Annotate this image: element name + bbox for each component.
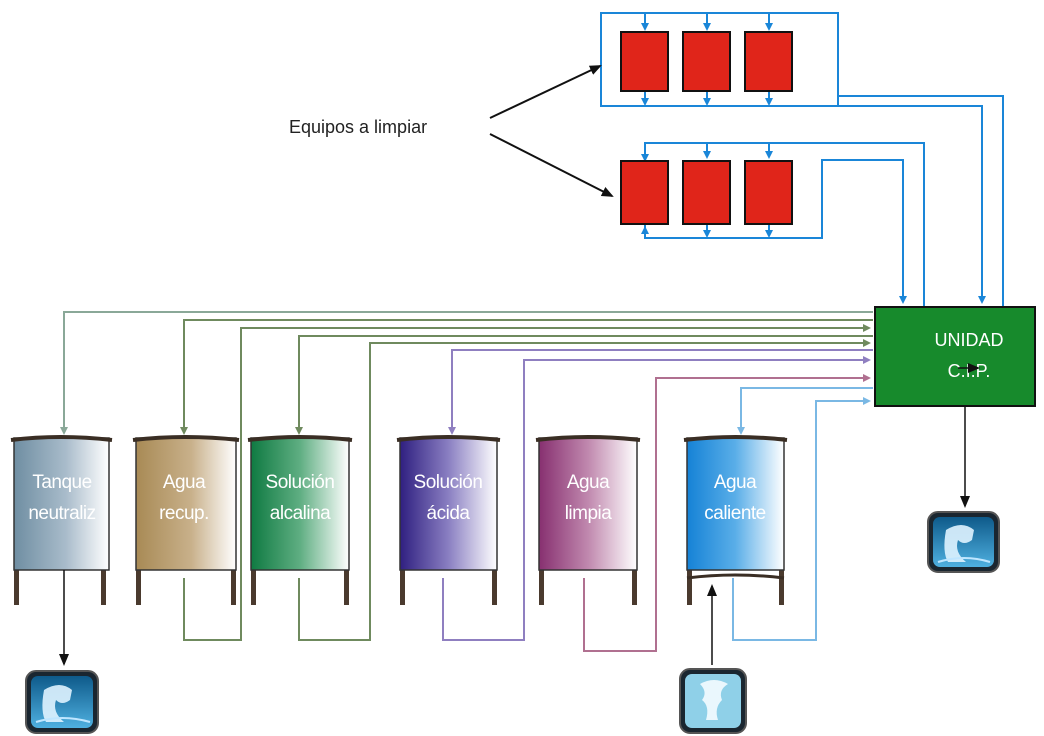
tank-label-line1: Agua (163, 472, 206, 493)
equipment-group (600, 12, 1004, 308)
tank-neutralizacion: Tanque neutraliz (10, 435, 113, 605)
cip-unit-line2: C.I.P. (948, 361, 991, 381)
tank-label-line1: Agua (567, 472, 610, 493)
tank-agua-limpia: Agua limpia (535, 435, 641, 605)
equipment-unit (744, 31, 793, 92)
tank-label-line2: recup. (159, 503, 209, 524)
tank-agua-recuperada: Agua recup. (132, 435, 240, 605)
equipment-row-bottom (620, 160, 793, 225)
tank-label-line1: Agua (714, 472, 757, 493)
label-arrow-bottom (489, 133, 614, 197)
equipment-row-top-piping (600, 12, 1004, 308)
cip-unit: UNIDAD C.I.P. (874, 306, 1036, 407)
water-supply-icon (679, 668, 747, 734)
equipment-row-top (620, 31, 793, 92)
tank-solucion-alcalina: Solución alcalina (247, 435, 353, 605)
equipment-unit (620, 160, 669, 225)
equipment-unit (620, 31, 669, 92)
tank-label-line1: Solución (414, 472, 483, 493)
equipment-row-bottom-piping (641, 142, 925, 308)
equipment-unit (682, 31, 731, 92)
equipment-unit (682, 160, 731, 225)
tank-label-line2: caliente (704, 503, 766, 524)
cip-unit-line1: UNIDAD (934, 330, 1003, 350)
equipment-unit (744, 160, 793, 225)
label-arrow-top (489, 65, 602, 119)
tank-agua-caliente: Agua caliente (683, 435, 788, 605)
drain-icon (25, 670, 99, 734)
tank-label-line2: alcalina (270, 503, 331, 524)
tank-label-line2: neutraliz (28, 503, 95, 524)
cip-unit-box (874, 306, 1036, 407)
drain-icon (927, 511, 1000, 573)
tanks: Tanque neutraliz Agua recup. Solución al… (10, 435, 788, 605)
equipment-label: Equipos a limpiar (289, 117, 427, 137)
tank-piping (60, 311, 873, 652)
tank-label-line1: Tanque (32, 472, 91, 493)
tank-label-line2: ácida (427, 503, 471, 524)
tank-label-line1: Solución (266, 472, 335, 493)
tank-solucion-acida: Solución ácida (396, 435, 501, 605)
tank-label-line2: limpia (565, 503, 613, 524)
